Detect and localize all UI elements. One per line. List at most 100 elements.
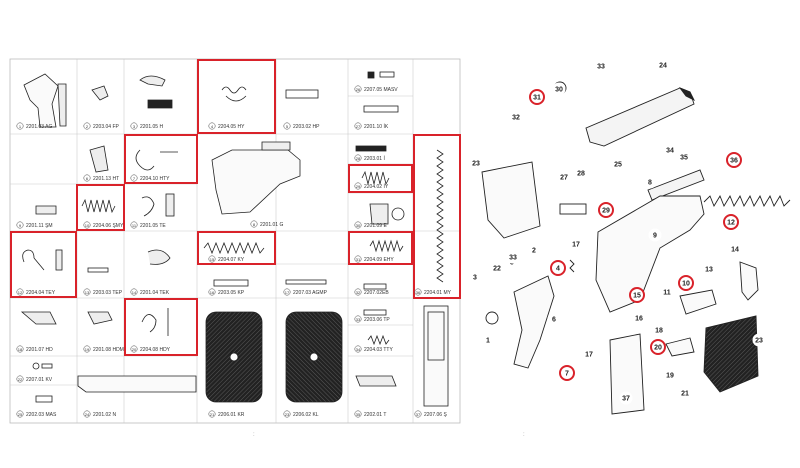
catalog-cell-label: 2204.08 HDY <box>140 347 171 353</box>
callout-31: 31 <box>529 89 545 105</box>
callout-33: 33 <box>506 250 520 264</box>
callout-27: 27 <box>557 170 571 184</box>
catalog-cell-number: 9 <box>19 223 22 228</box>
callout-highlight-ring <box>726 152 742 168</box>
catalog-cell-number: 16 <box>210 290 215 295</box>
callout-background <box>552 82 566 96</box>
catalog-cell-number-circle <box>208 288 216 296</box>
callout-2: 2 <box>527 243 541 257</box>
catalog-cell-label: 2201.09 E <box>364 223 387 229</box>
callout-number: 7 <box>565 371 569 378</box>
callout-number: 13 <box>705 267 713 274</box>
catalog-cell-number: 33 <box>356 317 361 322</box>
catalog-cell-number-circle <box>354 288 362 296</box>
catalog-cell-number-circle <box>16 375 24 383</box>
catalog-cell-label: 2207.06 Ş <box>424 412 447 418</box>
callout-number: 28 <box>577 171 585 178</box>
catalog-cell-number-circle <box>354 410 362 418</box>
callout-background <box>509 110 523 124</box>
catalog-cell-number-circle <box>208 410 216 418</box>
catalog-cell-number-circle <box>354 221 362 229</box>
catalog-cell-number: 32 <box>356 290 361 295</box>
catalog-cell-number-circle <box>208 122 216 130</box>
callout-25: 25 <box>611 157 625 171</box>
callout-number: 8 <box>648 180 652 187</box>
callout-7: 7 <box>559 365 575 381</box>
callout-36: 36 <box>726 152 742 168</box>
callout-19: 19 <box>663 368 677 382</box>
callout-10: 10 <box>678 275 694 291</box>
catalog-cell-number: 22 <box>18 377 23 382</box>
catalog-cell-number: 25 <box>18 412 23 417</box>
callout-28: 28 <box>574 166 588 180</box>
catalog-cell-number: 29 <box>356 184 361 189</box>
callout-23: 23 <box>752 333 766 347</box>
callout-16: 16 <box>632 311 646 325</box>
callout-9: 9 <box>648 228 662 242</box>
catalog-cell-number: 23 <box>285 412 290 417</box>
catalog-cell-number: 10 <box>85 223 90 228</box>
catalog-cell-number-circle <box>83 410 91 418</box>
callout-4: 4 <box>550 260 566 276</box>
callout-number: 18 <box>655 328 663 335</box>
callout-29: 29 <box>598 202 614 218</box>
callout-number: 33 <box>597 64 605 71</box>
callout-background <box>660 285 674 299</box>
callout-33: 33 <box>594 59 608 73</box>
catalog-cell-number-circle <box>130 122 138 130</box>
callout-17: 17 <box>569 237 583 251</box>
callout-number: 12 <box>727 220 735 227</box>
catalog-cell-number: 30 <box>356 223 361 228</box>
callout-background <box>728 242 742 256</box>
catalog-cell-number-circle <box>130 174 138 182</box>
catalog-cell-label: 2202.01 T <box>364 412 386 418</box>
catalog-cell-label: 2201.03 AG <box>26 124 53 130</box>
catalog-cell-number-circle <box>283 410 291 418</box>
catalog-cell-number-circle <box>16 288 24 296</box>
callout-number: 16 <box>635 316 643 323</box>
callout-number: 4 <box>556 266 560 273</box>
catalog-cell-label: 2201.02 N <box>93 412 116 418</box>
catalog-cell-number: 37 <box>416 412 421 417</box>
catalog-cell-label: 2204.06 ŞMY <box>93 223 124 229</box>
callout-highlight-ring <box>550 260 566 276</box>
catalog-cell-number: 31 <box>356 257 361 262</box>
callout-number: 2 <box>532 248 536 255</box>
catalog-cell-number: 28 <box>356 156 361 161</box>
catalog-cell-number-circle <box>414 288 422 296</box>
catalog-cell-number-circle <box>83 122 91 130</box>
callout-number: 36 <box>730 158 738 165</box>
callout-number: 17 <box>585 352 593 359</box>
callout-background <box>490 261 504 275</box>
catalog-cell-number-circle <box>283 288 291 296</box>
callout-number: 25 <box>614 162 622 169</box>
callout-background <box>648 228 662 242</box>
callout-number: 33 <box>509 255 517 262</box>
callout-number: 3 <box>473 275 477 282</box>
callout-number: 1 <box>486 338 490 345</box>
catalog-cell-number-circle <box>354 345 362 353</box>
catalog-cell-label: 2207.02EB <box>364 290 389 296</box>
catalog-cell-number-circle <box>83 345 91 353</box>
catalog-cell-number: 19 <box>85 347 90 352</box>
catalog-cell-number: 8 <box>253 222 256 227</box>
callout-number: 23 <box>755 338 763 345</box>
catalog-cell-number: 34 <box>356 347 361 352</box>
footer-mark-right: : <box>523 432 525 438</box>
